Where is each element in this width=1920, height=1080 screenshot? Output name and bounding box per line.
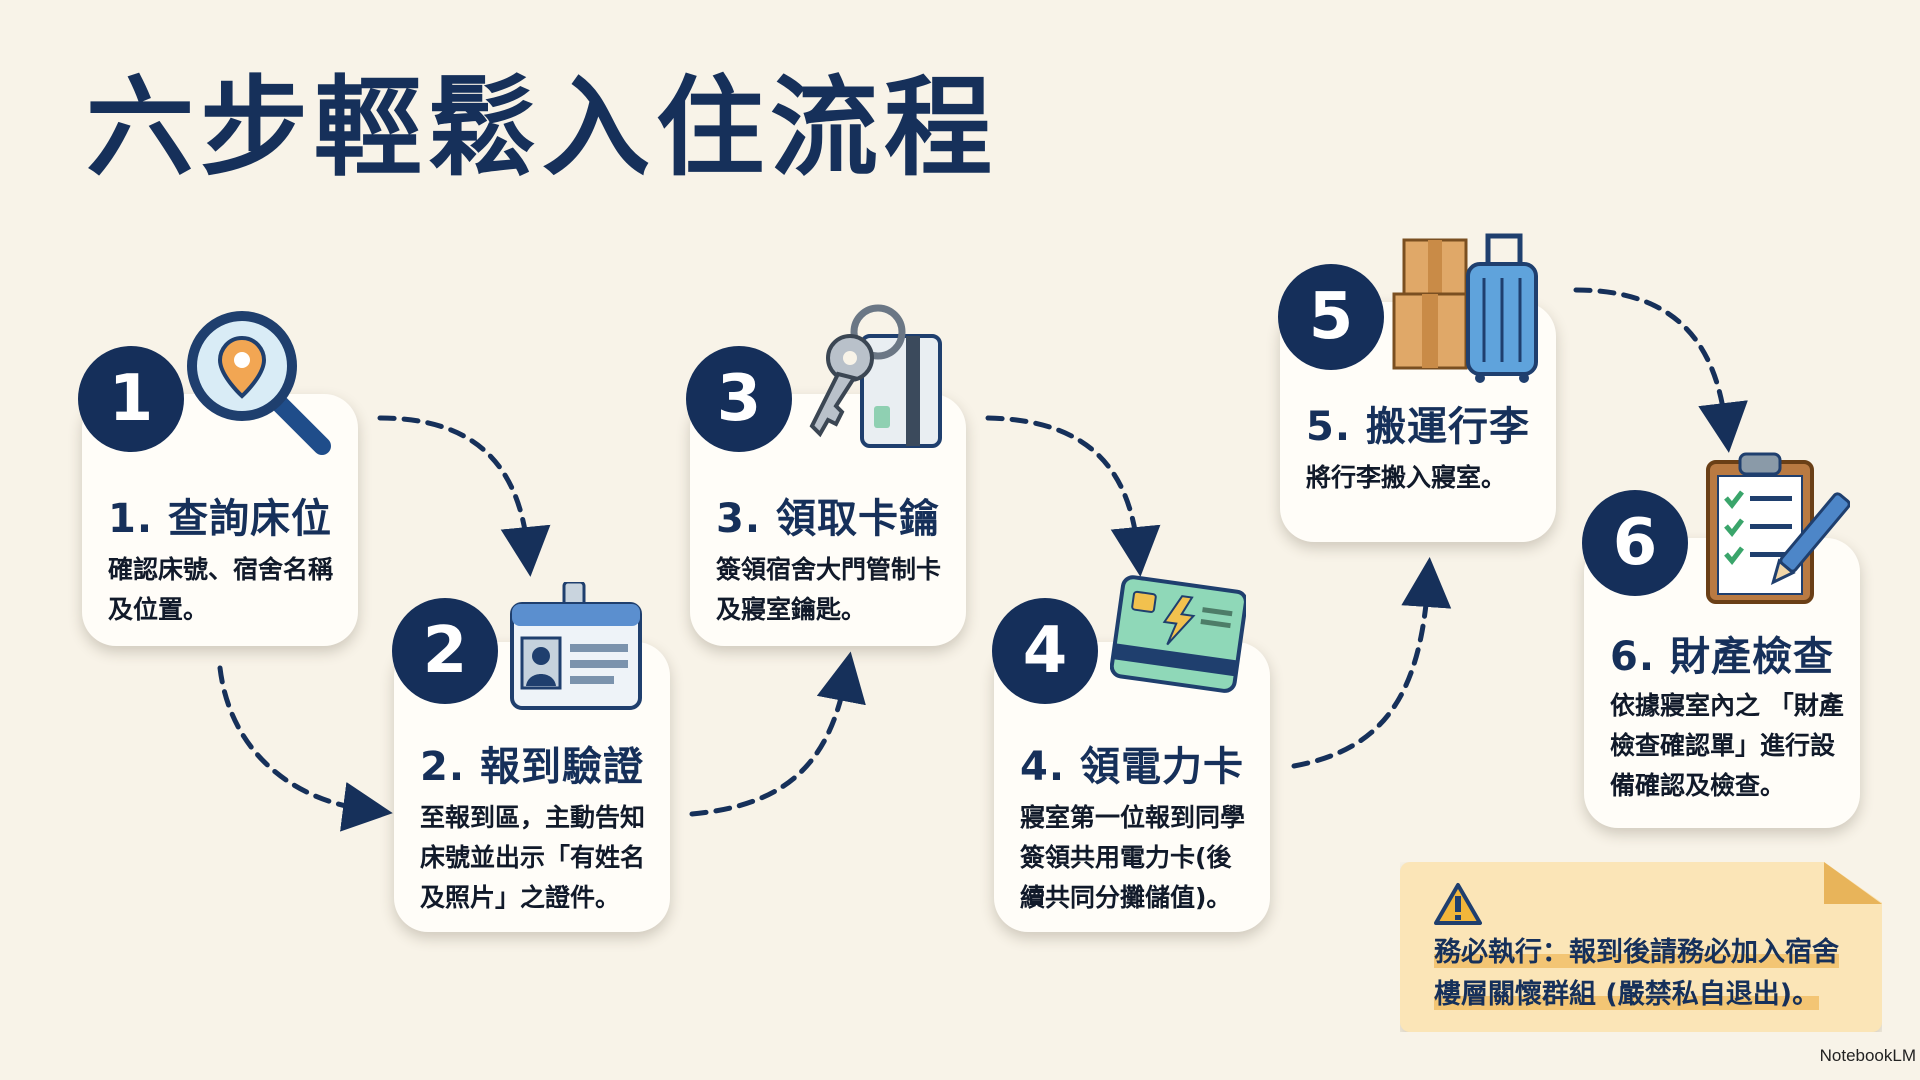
note-text: 務必執行：報到後請務必加入宿舍樓層關懷群組 (嚴禁私自退出)。 — [1434, 937, 1839, 1010]
arrow-3-to-4 — [985, 415, 1161, 577]
luggage-boxes-icon — [1392, 233, 1538, 383]
step-desc-3: 簽領宿舍大門管制卡及寢室鑰匙。 — [716, 555, 942, 624]
step-number-badge-5: 5 — [1278, 264, 1384, 370]
step-title-4: 4. 領電力卡 — [1020, 744, 1244, 790]
notebooklm-watermark: NotebookLM — [1819, 1046, 1916, 1065]
step-desc-4: 寢室第一位報到同學簽領共用電力卡(後續共同分攤儲值)。 — [1020, 803, 1246, 912]
arrow-1-to-2b — [217, 665, 393, 832]
step-number-badge-4: 4 — [992, 598, 1098, 704]
step-title-2: 2. 報到驗證 — [420, 744, 644, 790]
arrow-1-to-2a — [377, 415, 551, 577]
magnifier-location-icon — [187, 311, 331, 455]
step-desc-1: 確認床號、宿舍名稱及位置。 — [108, 555, 334, 624]
step-card-4: 4. 領電力卡 寢室第一位報到同學簽領共用電力卡(後續共同分攤儲值)。 — [994, 642, 1270, 932]
key-card-icon — [809, 304, 942, 448]
step-title-5: 5. 搬運行李 — [1306, 404, 1530, 450]
step-number-badge-2: 2 — [392, 598, 498, 704]
step-title-6: 6. 財產檢查 — [1610, 634, 1834, 680]
clipboard-checklist-icon — [1706, 452, 1850, 604]
step-desc-6: 依據寢室內之 「財產檢查確認單」進行設備確認及檢查。 — [1610, 691, 1844, 800]
step-number-badge-6: 6 — [1582, 490, 1688, 596]
step-number-badge-1: 1 — [78, 346, 184, 452]
power-card-icon — [1110, 575, 1246, 693]
step-number-badge-3: 3 — [686, 346, 792, 452]
page-title: 六步輕鬆入住流程 — [86, 66, 999, 191]
arrow-2-to-3 — [689, 651, 866, 817]
id-badge-icon — [510, 582, 642, 710]
step-desc-5: 將行李搬入寢室。 — [1306, 463, 1507, 492]
warning-icon — [1434, 883, 1482, 925]
step-title-3: 3. 領取卡鑰 — [716, 496, 940, 542]
arrow-5-to-6 — [1573, 287, 1748, 453]
important-note: 務必執行：報到後請務必加入宿舍樓層關懷群組 (嚴禁私自退出)。 — [1400, 862, 1882, 1032]
step-desc-2: 至報到區，主動告知床號並出示「有姓名及照片」之證件。 — [420, 803, 646, 912]
step-title-1: 1. 查詢床位 — [108, 496, 332, 542]
arrow-4-to-5 — [1291, 557, 1452, 769]
